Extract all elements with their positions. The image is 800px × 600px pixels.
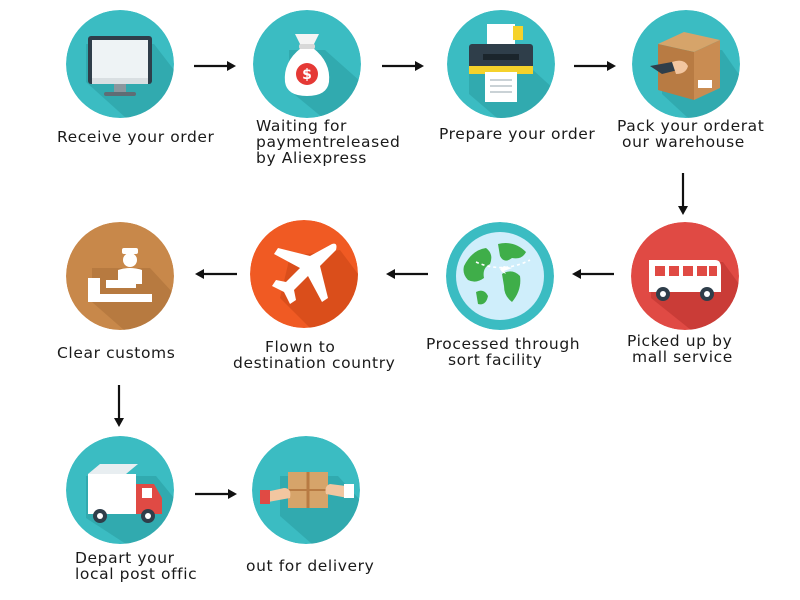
step-customs-label: Clear customs: [57, 345, 175, 361]
arrow-right-3: [573, 58, 617, 77]
globe-icon: [446, 222, 554, 330]
label-line: sort facility: [448, 351, 543, 369]
label-line: our warehouse: [622, 133, 745, 151]
step-sort-circle: [446, 222, 554, 330]
package-hand-icon: [632, 10, 740, 118]
label-line: local post offic: [75, 565, 198, 583]
delivery-truck-icon: [66, 436, 174, 544]
label-line: mall service: [632, 348, 733, 366]
step-receive-circle: [66, 10, 174, 118]
step-prepare-label: Prepare your order: [439, 126, 595, 142]
label-line: Depart your: [75, 549, 175, 567]
money-bag-icon: $: [253, 10, 361, 118]
step-pickup-circle: [631, 222, 739, 330]
step-sort-label: Processed through sort facility: [426, 336, 580, 368]
customs-officer-icon: [66, 222, 174, 330]
label-line: Clear customs: [57, 344, 176, 362]
step-pack-label: Pack your orderat our warehouse: [617, 118, 764, 150]
label-line: Receive your order: [57, 128, 215, 146]
label-line: Prepare your order: [439, 125, 596, 143]
step-pickup-label: Picked up by mall service: [627, 333, 733, 365]
step-flown-label: Flown to destination country: [233, 339, 395, 371]
label-line: out for delivery: [246, 557, 375, 575]
step-payment-circle: $: [253, 10, 361, 118]
arrow-left-2: [385, 266, 429, 285]
label-line: Pack your orderat: [617, 117, 765, 135]
step-depart-label: Depart your local post offic: [75, 550, 197, 582]
printer-icon: [447, 10, 555, 118]
arrow-right-1: [193, 58, 237, 77]
step-flown-circle: [250, 220, 358, 328]
label-line: Waiting for: [256, 117, 348, 135]
step-prepare-circle: [447, 10, 555, 118]
step-delivery-circle: [252, 436, 360, 544]
arrow-down-2: [112, 384, 126, 432]
arrow-right-4: [194, 486, 238, 505]
parcel-handover-icon: [252, 436, 360, 544]
airplane-icon: [250, 220, 358, 328]
arrow-right-2: [381, 58, 425, 77]
label-line: paymentreleased: [256, 133, 401, 151]
label-line: destination country: [233, 354, 396, 372]
step-receive-label: Receive your order: [57, 129, 215, 145]
step-delivery-label: out for delivery: [246, 558, 374, 574]
label-line: Picked up by: [627, 332, 733, 350]
step-payment-label: Waiting for paymentreleased by Aliexpres…: [256, 118, 400, 166]
label-line: by Aliexpress: [256, 149, 367, 167]
arrow-left-1: [571, 266, 615, 285]
step-customs-circle: [66, 222, 174, 330]
arrow-left-3: [194, 266, 238, 285]
step-pack-circle: [632, 10, 740, 118]
label-line: Processed through: [426, 335, 581, 353]
bus-icon: [631, 222, 739, 330]
arrow-down-1: [676, 172, 690, 220]
monitor-icon: [66, 10, 174, 118]
label-line: Flown to: [265, 338, 336, 356]
svg-text:$: $: [302, 67, 312, 83]
step-depart-circle: [66, 436, 174, 544]
